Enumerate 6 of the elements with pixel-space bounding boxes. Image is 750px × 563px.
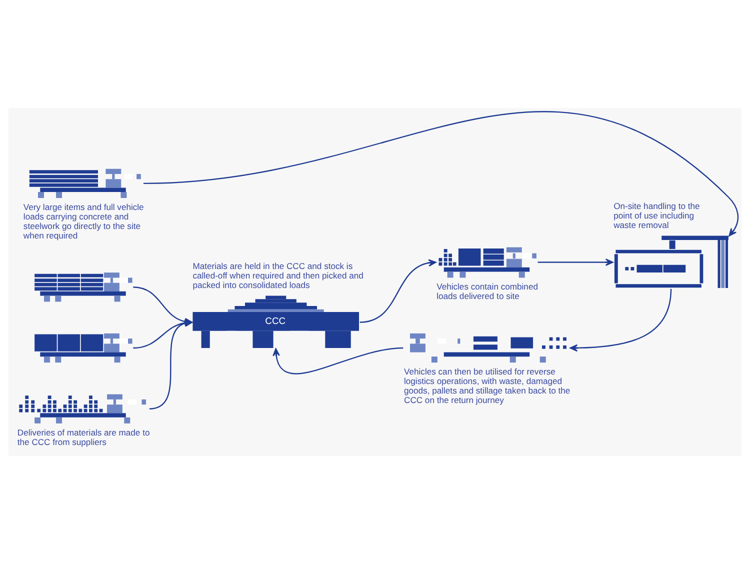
node-label: Materials are held in the CCC and stock is called-off when required and then picked and packed into consolidated loads [192,260,364,290]
node-label: Vehicles contain combined loads delivered to site [436,281,538,301]
node-label: Vehicles can then be utilised for reverse logistics operations, with waste, damaged goods, pallets and stillage taken back to the CCC on the return journey [404,366,570,404]
node-label: Very large items and full vehicle loads carrying concrete and steelwork go directly to the site when required [23,201,144,240]
node-label: Deliveries of materials are made to the CCC from suppliers [17,426,150,446]
node-label: On-site handling to the point of use including waste removal [614,200,700,230]
